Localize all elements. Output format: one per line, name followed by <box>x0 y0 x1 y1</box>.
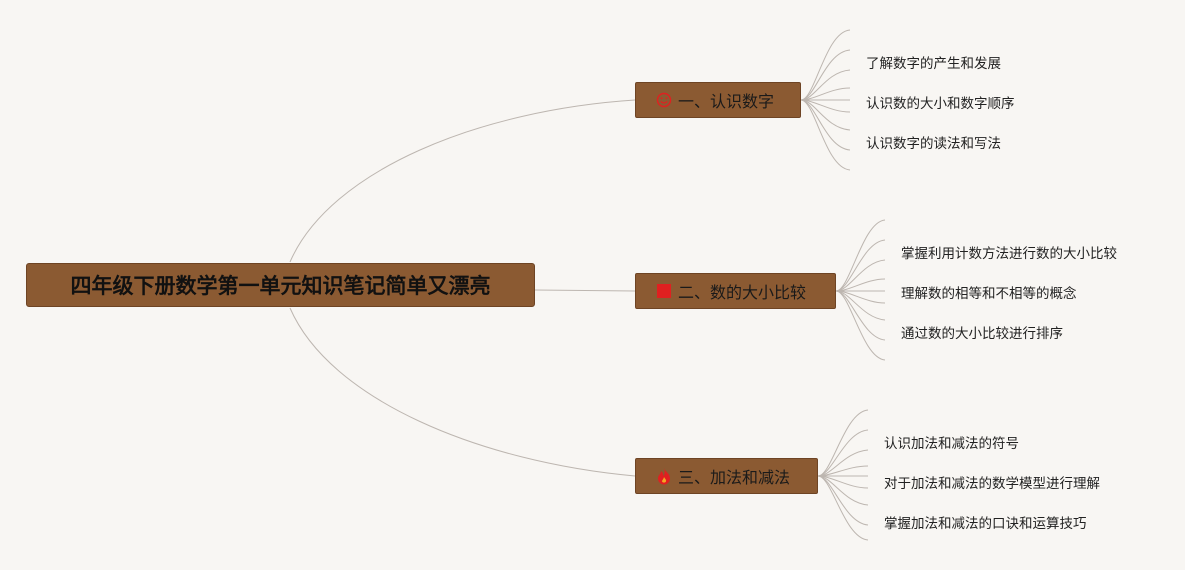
connector-fan-branch-3 <box>817 409 869 541</box>
branch-label-3: 三、加法和减法 <box>678 468 791 487</box>
smiley-face-icon <box>654 90 674 110</box>
leaf-2-1[interactable]: 掌握利用计数方法进行数的大小比较 <box>901 246 1117 262</box>
connector-root-branch-2 <box>534 289 636 292</box>
connector-root-branch-3 <box>289 307 636 477</box>
leaf-3-2[interactable]: 对于加法和减法的数学模型进行理解 <box>884 476 1100 492</box>
connector-root-branch-1 <box>289 99 636 263</box>
leaf-3-1[interactable]: 认识加法和减法的符号 <box>884 436 1019 452</box>
branch-label-1: 一、认识数字 <box>678 92 775 111</box>
red-square-icon <box>654 281 674 301</box>
leaf-1-1[interactable]: 了解数字的产生和发展 <box>866 56 1001 72</box>
branch-node-1[interactable]: 一、认识数字 <box>635 82 801 118</box>
connector-fan-branch-2 <box>835 219 886 361</box>
branch-node-3[interactable]: 三、加法和减法 <box>635 458 818 494</box>
leaf-3-3[interactable]: 掌握加法和减法的口诀和运算技巧 <box>884 516 1087 532</box>
leaf-2-3[interactable]: 通过数的大小比较进行排序 <box>901 326 1063 342</box>
root-topic-node[interactable]: 四年级下册数学第一单元知识笔记简单又漂亮 <box>26 263 535 307</box>
leaf-1-3[interactable]: 认识数字的读法和写法 <box>866 136 1001 152</box>
connector-fan-branch-1 <box>800 29 851 171</box>
root-topic-label: 四年级下册数学第一单元知识笔记简单又漂亮 <box>70 274 491 298</box>
fire-icon <box>654 466 674 486</box>
branch-label-2: 二、数的大小比较 <box>678 283 807 302</box>
branch-node-2[interactable]: 二、数的大小比较 <box>635 273 836 309</box>
leaf-2-2[interactable]: 理解数的相等和不相等的概念 <box>901 286 1077 302</box>
leaf-1-2[interactable]: 认识数的大小和数字顺序 <box>866 96 1015 112</box>
